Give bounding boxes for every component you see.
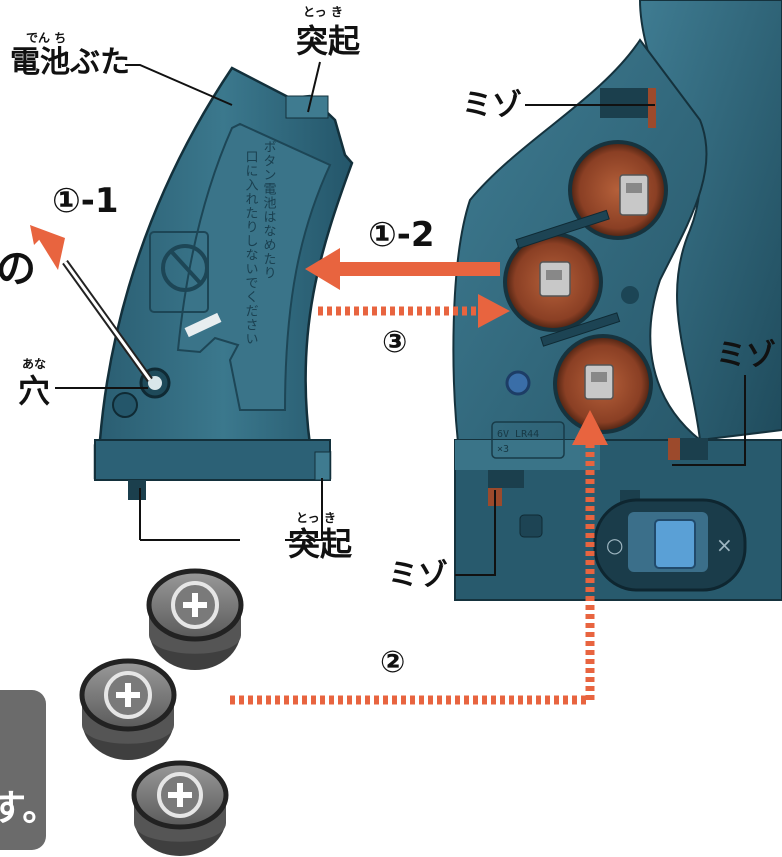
battery-well-middle — [503, 232, 603, 332]
arrow-step-3 — [318, 294, 510, 328]
power-switch[interactable]: ○ × — [593, 498, 747, 592]
tab-top-ruby: とっ き — [303, 5, 343, 19]
step-1-2-label: ①-2 — [368, 215, 435, 255]
cover-warning-line2: 口に入れたりしないでください — [243, 150, 259, 346]
arrow-step-1-2 — [305, 248, 500, 290]
cover-label: 電池ぶた — [10, 45, 130, 80]
tab-bottom-label: 突起 — [288, 525, 353, 563]
arrow-step-2 — [230, 410, 608, 705]
button-battery-2 — [79, 658, 177, 760]
partial-left-text: の — [0, 246, 36, 292]
button-battery-1 — [146, 568, 244, 670]
hole-label: 穴 — [18, 372, 50, 410]
groove-top-label: ミゾ — [462, 88, 522, 123]
step-1-1-label: ①-1 — [52, 181, 119, 221]
hole-ruby: あな — [22, 357, 46, 371]
switch-off-symbol: ○ — [606, 533, 623, 557]
groove-bottom-label: ミゾ — [388, 558, 448, 593]
info-box-partial: す。 — [0, 690, 58, 850]
device-body: 6V LR44 ×3 ○ × — [452, 0, 782, 601]
warning-icon — [149, 231, 209, 313]
step-3-label: ③ — [382, 325, 407, 360]
battery-well-bottom — [553, 334, 653, 434]
battery-spec-text: 6V LR44 — [497, 429, 539, 440]
step-2-label: ② — [380, 645, 405, 680]
tab-bottom-ruby: とっ き — [296, 511, 336, 525]
battery-spec-count: ×3 — [497, 444, 509, 455]
button-battery-3 — [131, 760, 229, 856]
switch-on-symbol: × — [716, 533, 733, 557]
cover-ruby: でん ち — [26, 31, 66, 45]
info-box-text: す。 — [0, 788, 58, 829]
tab-top-label: 突起 — [296, 22, 361, 60]
battery-cover: ボタン電池はなめたり 口に入れたりしないでください — [93, 66, 354, 500]
cover-warning-line1: ボタン電池はなめたり — [261, 140, 277, 280]
groove-right-label: ミゾ — [716, 338, 776, 373]
leader-lines — [55, 61, 746, 576]
pin-tool — [30, 225, 153, 383]
